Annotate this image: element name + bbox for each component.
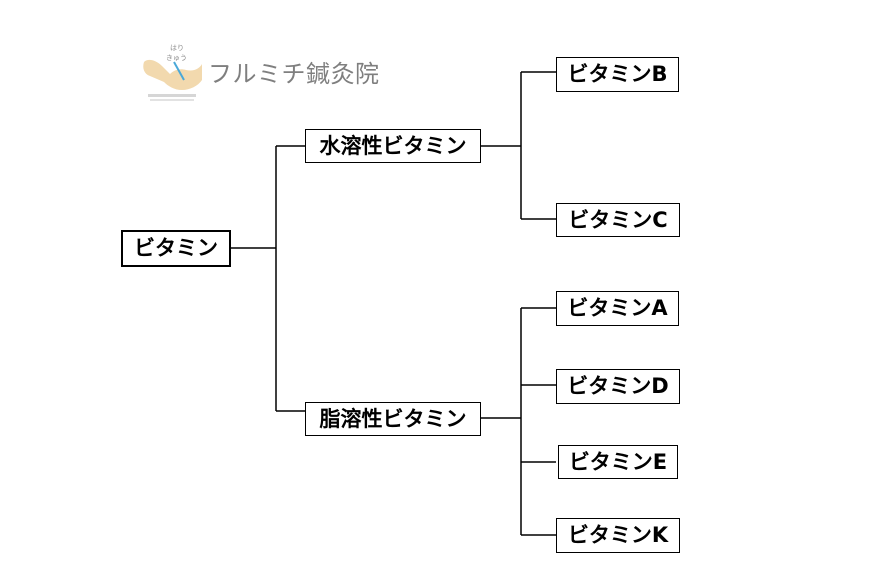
node-vitamin-k: ビタミンK bbox=[556, 518, 680, 553]
node-vitamin-a: ビタミンA bbox=[556, 291, 679, 326]
clinic-logo: はり きゅう フルミチ鍼灸院 bbox=[140, 40, 400, 106]
node-vitamin-e: ビタミンE bbox=[558, 445, 678, 479]
clinic-name: フルミチ鍼灸院 bbox=[208, 60, 380, 88]
node-vitamin-d: ビタミンD bbox=[556, 369, 680, 404]
node-water-soluble: 水溶性ビタミン bbox=[305, 129, 481, 163]
node-vitamin-root: ビタミン bbox=[121, 230, 231, 267]
svg-text:はり: はり bbox=[170, 44, 184, 52]
svg-text:きゅう: きゅう bbox=[166, 54, 187, 62]
node-fat-soluble: 脂溶性ビタミン bbox=[305, 402, 481, 436]
node-vitamin-c: ビタミンC bbox=[556, 203, 680, 237]
node-vitamin-b: ビタミンB bbox=[556, 57, 679, 92]
acupuncture-hand-icon: はり きゅう bbox=[143, 44, 202, 101]
